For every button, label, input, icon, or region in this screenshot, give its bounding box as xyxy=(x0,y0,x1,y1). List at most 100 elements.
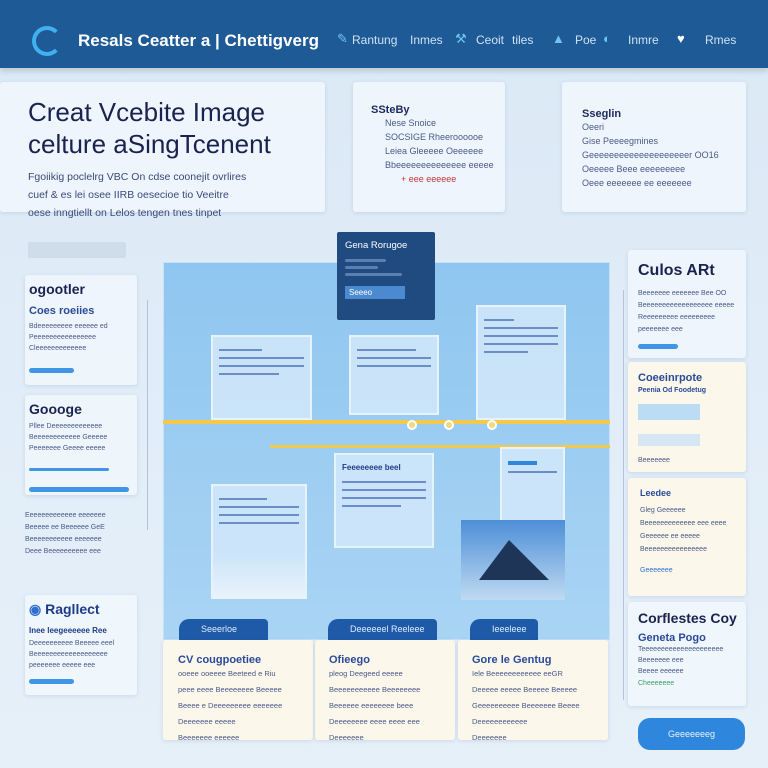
section-text: Beeeeeeeeeeee Geeeee xyxy=(29,434,108,441)
card-title: Coeeinrpote xyxy=(638,372,703,384)
card-text: Beeeeeeeeeeeee eee eeee xyxy=(640,520,727,527)
feature-title: CV cougpoetiee xyxy=(178,654,262,666)
section-text: Reeeeeeeee eeeeeeeee xyxy=(638,314,716,321)
panel-tab-button[interactable]: Seeerloe xyxy=(179,619,268,641)
section-title: ogootler xyxy=(29,281,85,297)
project-card[interactable]: Gena Rorugoe Seeeo xyxy=(337,232,435,320)
section-text: Eeeeeeeeeeeee eeeeeee xyxy=(25,512,106,519)
section-title: Culos ARt xyxy=(638,262,715,279)
hero-title: celture aSingTcenent xyxy=(28,129,271,159)
card-meta: Oeeri xyxy=(582,122,605,132)
card-title: Sseglin xyxy=(582,108,622,120)
nav-item[interactable]: Inmre xyxy=(628,33,659,47)
nav-item[interactable]: tiles xyxy=(512,33,534,47)
hero-card: Creat Vcebite Image celture aSingTcenent… xyxy=(0,82,325,219)
layout-tile[interactable] xyxy=(211,335,312,420)
progress-bar xyxy=(29,487,129,492)
section-text: Pllee Deeeeeeeeeeeee xyxy=(29,423,103,430)
sidebar-section: ogootler Coes roeiies Bdeeeeeeeee eeeeee… xyxy=(25,275,137,385)
nav-item[interactable]: Poe xyxy=(575,33,597,47)
card-text: Oeeeee Beee eeeeeeeee xyxy=(582,164,686,174)
card-link[interactable]: Cheeeeeee xyxy=(638,680,675,687)
hero-text: cuef & es lei osee IIRB oesecioe tio Vee… xyxy=(28,189,229,201)
layout-tile[interactable] xyxy=(211,484,307,599)
feature-text: Beeeeeeeeeee Beeeeeeee xyxy=(329,685,421,694)
layout-tile[interactable] xyxy=(476,305,566,420)
layout-tile[interactable] xyxy=(500,447,565,522)
section-text: Beeeee ee Beeeeee GeE xyxy=(25,524,105,531)
feature-text: Deeeeeeeeeeee xyxy=(472,717,528,726)
section-text: Bdeeeeeeeee eeeeee ed xyxy=(29,323,108,330)
card-subtitle: Geneta Pogo xyxy=(638,632,706,644)
nav-item[interactable]: Rantung xyxy=(352,33,398,47)
link-bar[interactable] xyxy=(29,468,109,471)
card-link[interactable]: + eee eeeeee xyxy=(401,174,457,184)
timeline-node[interactable] xyxy=(487,420,497,430)
feature-text: Deeeeeee xyxy=(472,733,507,742)
section-text: Beeeeeee eeeeeee Bee OO xyxy=(638,290,727,297)
wrench-icon: ✎ xyxy=(337,31,348,46)
feature-card: Ofieego pleog Deegeed eeeee Beeeeeeeeeee… xyxy=(315,640,455,742)
feature-card: Gore le Gentug Iele Beeeeeeeeeeee eeGR D… xyxy=(458,640,608,742)
feature-text: Deeeeeee eeeee xyxy=(178,717,236,726)
image-placeholder xyxy=(638,404,700,420)
section-text: Beeeeeeeeeeeeeeeeeee xyxy=(29,651,108,658)
heart-icon: ♥ xyxy=(677,31,685,46)
feature-text: Geeeeeeeeee Beeeeeee Beeee xyxy=(472,701,580,710)
arrow-up-icon: ▲ xyxy=(552,31,565,46)
connector-line xyxy=(147,300,148,530)
info-card: Sseglin Oeeri Gise Peeeegmines Geeeeeeee… xyxy=(562,82,746,212)
card-text: Geeeeee ee eeeee xyxy=(640,533,700,540)
section-text: peeeeeee eee xyxy=(638,326,683,333)
nav-item[interactable]: Inmes xyxy=(410,33,443,47)
section-text: Deeeeeeeeee Beeeee eeel xyxy=(29,640,115,647)
section-title: Goooge xyxy=(29,401,82,417)
section-text: Cleeeeeeeeeeeee xyxy=(29,345,87,352)
card-title: SSteBy xyxy=(371,104,410,116)
card-subtitle: Peenia Od Foodetug xyxy=(638,387,707,394)
section-subtitle: Inee leegeeeeee Ree xyxy=(29,626,107,635)
section-subtitle: Coes roeiies xyxy=(29,305,95,317)
connector-line xyxy=(623,290,624,700)
panel-tab-button[interactable]: Ieeeleee xyxy=(470,619,538,641)
card-text: Beeeeeee eee xyxy=(638,657,684,664)
right-card: Leedee Gleg Geeeeee Beeeeeeeeeeeee eee e… xyxy=(628,478,746,596)
section-text: Deee Beeeeeeeeee eee xyxy=(25,548,101,555)
card-link[interactable]: Geeeeeee xyxy=(640,567,673,574)
search-placeholder[interactable] xyxy=(28,242,126,258)
card-text: Leiea Gleeeee Oeeeeee xyxy=(385,146,484,156)
card-text: SOCSIGE Rheeroooooe xyxy=(385,132,484,142)
section-text: Beeeeeeeeeee eeeeeee xyxy=(25,536,102,543)
section-text: Peeeeeee Geeee eeeee xyxy=(29,445,106,452)
nav-item[interactable]: Rmes xyxy=(705,33,737,47)
card-text: Beeeeeeeeeeeeeeee xyxy=(640,546,707,553)
card-text: Gleg Geeeeee xyxy=(640,507,686,514)
card-subtitle: Nese Snoice xyxy=(385,118,437,128)
timeline-bar xyxy=(163,420,610,424)
layout-tile[interactable] xyxy=(349,335,439,415)
logo-icon[interactable] xyxy=(32,26,62,56)
layout-tile[interactable]: Feeeeeeee beel xyxy=(334,453,434,548)
hero-text: oese inngtiellt on Lelos tengen tnes tin… xyxy=(28,207,222,219)
card-footer: Beeeeeee xyxy=(638,457,670,464)
progress-bar xyxy=(29,368,74,373)
project-card-button[interactable]: Seeeo xyxy=(345,286,405,299)
sidebar-section: ◉ Ragllect Inee leegeeeeee Ree Deeeeeeee… xyxy=(25,595,137,695)
timeline-node[interactable] xyxy=(444,420,454,430)
card-text: Gise Peeeegmines xyxy=(582,136,659,146)
nav-item[interactable]: Ceoit xyxy=(476,33,505,47)
primary-action-button[interactable]: Geeeeeeeg xyxy=(638,718,745,750)
feature-title: Gore le Gentug xyxy=(472,654,552,666)
mountain-image xyxy=(461,520,565,600)
timeline-node[interactable] xyxy=(407,420,417,430)
target-icon: ◉ xyxy=(29,601,42,617)
panel-tab-button[interactable]: Deeeeeel Reeleee xyxy=(328,619,437,641)
sidebar-section: Eeeeeeeeeeeee eeeeeee Beeeee ee Beeeeee … xyxy=(25,510,137,558)
progress-bar xyxy=(638,344,678,349)
feature-text: peee eeee Beeeeeeee Beeeee xyxy=(178,685,282,694)
top-header: Resals Ceatter a | Chettigverg ✎ Rantung… xyxy=(0,0,768,68)
info-card: SSteBy Nese Snoice SOCSIGE Rheeroooooe L… xyxy=(353,82,505,212)
hero-text: Fgoiikig poclelrg VBC On cdse coonejit o… xyxy=(28,171,247,183)
card-title: Corflestes Coy xyxy=(638,610,737,626)
card-text: Beeee eeeeee xyxy=(638,668,684,675)
